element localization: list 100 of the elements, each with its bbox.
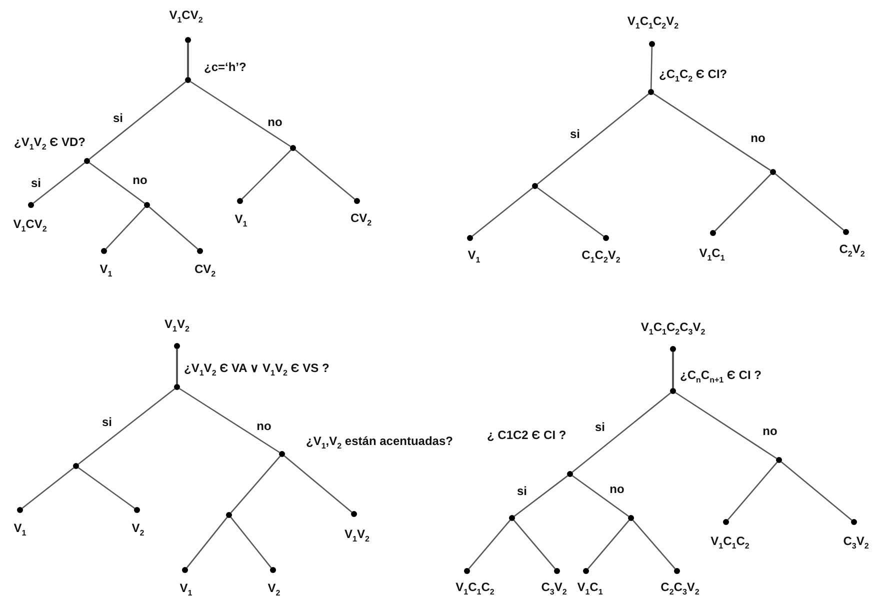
tree-node-dot [583, 568, 589, 574]
branch-line [242, 150, 292, 200]
tree-node-dot [851, 519, 857, 525]
tree-node-dot [237, 198, 243, 204]
branch-line [572, 475, 629, 517]
branch-line [179, 388, 280, 453]
tree-node-dot [648, 89, 654, 95]
branch-line [230, 456, 281, 514]
tree-node-dot [603, 235, 609, 241]
node-caption: ¿V$_{1}$V$_{2}$ Є VD? [14, 135, 86, 154]
tree-node-dot [185, 37, 191, 43]
branch-line [190, 81, 291, 147]
tree-node-dot [270, 567, 276, 573]
branch-line [537, 187, 604, 237]
tree-node-dot [467, 235, 473, 241]
node-caption: V$_{1}$C$_{1}$C$_{2}$ [456, 580, 494, 598]
node-caption: V$_{1}$ [14, 521, 26, 540]
edge-label: si [30, 176, 42, 190]
branch-line [714, 174, 772, 232]
tree-node-dot [723, 519, 729, 525]
branch-line [472, 187, 534, 237]
branch-line [284, 455, 352, 513]
node-caption: C$_{2}$C$_{3}$V$_{2}$ [660, 580, 700, 598]
branch-line [294, 149, 356, 200]
tree-node-dot [73, 463, 79, 469]
node-caption: C$_{2}$V$_{2}$ [839, 242, 865, 260]
node-caption: CV$_{2}$ [194, 262, 216, 280]
tree-node-dot [279, 451, 285, 457]
branch-line [88, 81, 186, 160]
branch-line [653, 93, 771, 171]
tree-node-dot [174, 384, 180, 390]
tree-node-dot [174, 343, 180, 349]
node-caption: V$_{2}$ [132, 521, 144, 540]
branch-line [22, 467, 74, 509]
branch-line [78, 388, 176, 465]
branch-line [672, 352, 674, 388]
branch-line [32, 162, 86, 204]
tree-node-dot [226, 512, 232, 518]
branch-line [78, 467, 135, 509]
branch-line [230, 516, 272, 568]
branch-line [572, 392, 672, 473]
node-caption: V$_{1}$C$_{1}$C$_{2}$C$_{3}$V$_{2}$ [640, 320, 706, 338]
edge-label: ¿c=‘h’? [203, 60, 248, 74]
branch-line [632, 520, 676, 570]
node-caption: ¿ C1C2 Є CI ? [487, 428, 566, 442]
edge-label: si [569, 127, 581, 141]
node-caption: V$_{1}$ [100, 262, 112, 280]
tree-node-dot [649, 41, 655, 47]
edge-label: si [594, 420, 606, 434]
node-caption: V$_{1}$ [468, 248, 480, 266]
tree-node-dot [134, 507, 140, 513]
branch-line [650, 46, 653, 90]
tree-node-dot [770, 169, 776, 175]
edge-label: si [516, 484, 528, 498]
tree-node-dot [674, 568, 680, 574]
node-caption: ¿V$_{1}$,V$_{2}$ están acentuadas? [306, 434, 453, 452]
node-caption: V$_{1}$CV$_{2}$ [169, 8, 203, 26]
branch-line [148, 206, 198, 250]
node-caption: V$_{1}$C$_{1}$C$_{2}$V$_{2}$ [627, 14, 679, 32]
branch-line [186, 516, 228, 568]
tree-node-dot [84, 158, 90, 164]
tree-node-dot [101, 248, 107, 254]
branch-line [514, 475, 568, 517]
tree-node-dot [843, 229, 849, 235]
tree-node-dot [710, 230, 716, 236]
tree-node-dot [670, 388, 676, 394]
node-caption: V$_{1}$C$_{1}$ [577, 580, 603, 598]
tree-node-dot [567, 471, 573, 477]
tree-node-dot [776, 457, 782, 463]
tree-node-dot [354, 198, 360, 204]
tree-node-dot [670, 346, 676, 352]
tree-node-dot [182, 567, 188, 573]
node-caption: V$_{1}$C$_{1}$ [699, 246, 725, 264]
tree-node-dot [28, 202, 34, 208]
edge-label: si [101, 415, 113, 429]
node-caption: V$_{1}$ [180, 581, 192, 599]
node-caption: V$_{1}$V$_{2}$ [344, 527, 370, 546]
branch-line [536, 93, 650, 185]
tree-node-dot [628, 515, 634, 521]
branch-line [187, 43, 189, 77]
branch-line [89, 162, 145, 204]
branch-line [176, 349, 178, 384]
edge-label: si [112, 111, 124, 125]
node-caption: V$_{1}$C$_{1}$C$_{2}$ [710, 534, 750, 552]
node-caption: V$_{1}$V$_{2}$ [164, 317, 190, 336]
tree-node-dot [185, 77, 191, 83]
tree-node-dot [532, 183, 538, 189]
node-caption: V$_{1}$ [234, 212, 248, 230]
node-caption: CV$_{2}$ [350, 211, 372, 230]
branch-line [106, 206, 146, 250]
branch-line [587, 520, 630, 570]
branch-line [780, 461, 852, 521]
branch-line [468, 520, 511, 570]
tree-node-dot [197, 248, 203, 254]
node-caption: C$_{3}$V$_{2}$ [843, 534, 869, 552]
branch-line [513, 520, 556, 570]
branch-line [675, 392, 777, 459]
node-caption: V$_{1}$CV$_{2}$ [13, 217, 47, 236]
tree-node-dot [554, 568, 560, 574]
branch-line [727, 462, 778, 520]
